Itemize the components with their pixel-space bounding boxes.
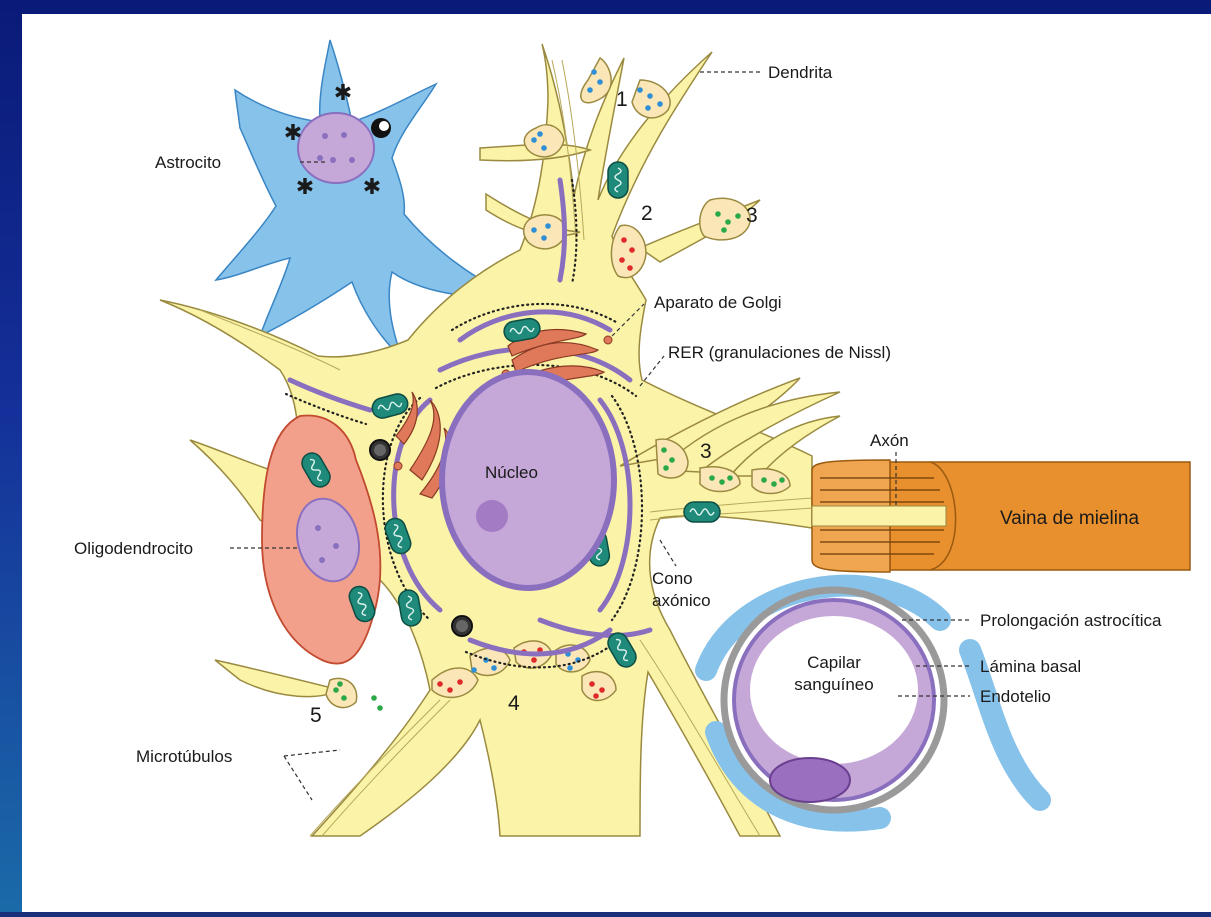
label-vaina-mielina: Vaina de mielina: [1000, 508, 1140, 529]
synapse-number-2: 2: [641, 202, 653, 225]
star-granule-icon: ✱: [296, 174, 314, 199]
synapse-number-1: 1: [616, 88, 628, 111]
synapse-number-5: 5: [310, 704, 322, 727]
label-rer: RER (granulaciones de Nissl): [668, 343, 891, 362]
star-granule-icon: ✱: [363, 174, 381, 199]
label-sanguineo: sanguíneo: [794, 675, 873, 694]
star-granule-icon: ✱: [334, 80, 352, 105]
label-dendrita: Dendrita: [768, 63, 833, 82]
diagram-panel: ✱ ✱ ✱ ✱: [22, 14, 1211, 912]
neuron-diagram: ✱ ✱ ✱ ✱: [22, 14, 1211, 912]
star-granule-icon: ✱: [284, 120, 302, 145]
synapse-number-3-axon: 3: [700, 440, 712, 463]
label-lamina-basal: Lámina basal: [980, 657, 1081, 676]
label-aparato-golgi: Aparato de Golgi: [654, 293, 782, 312]
label-axon: Axón: [870, 431, 909, 450]
label-cono: Cono: [652, 569, 693, 588]
label-axonico: axónico: [652, 591, 711, 610]
label-endotelio: Endotelio: [980, 687, 1051, 706]
label-astrocito: Astrocito: [155, 153, 221, 172]
synapse-number-3-top: 3: [746, 204, 758, 227]
label-nucleo: Núcleo: [485, 463, 538, 482]
label-prolongacion: Prolongación astrocítica: [980, 611, 1162, 630]
label-oligodendrocito: Oligodendrocito: [74, 539, 193, 558]
synapse-number-4: 4: [508, 692, 520, 715]
label-microtubulos: Microtúbulos: [136, 747, 232, 766]
label-capilar: Capilar: [807, 653, 861, 672]
